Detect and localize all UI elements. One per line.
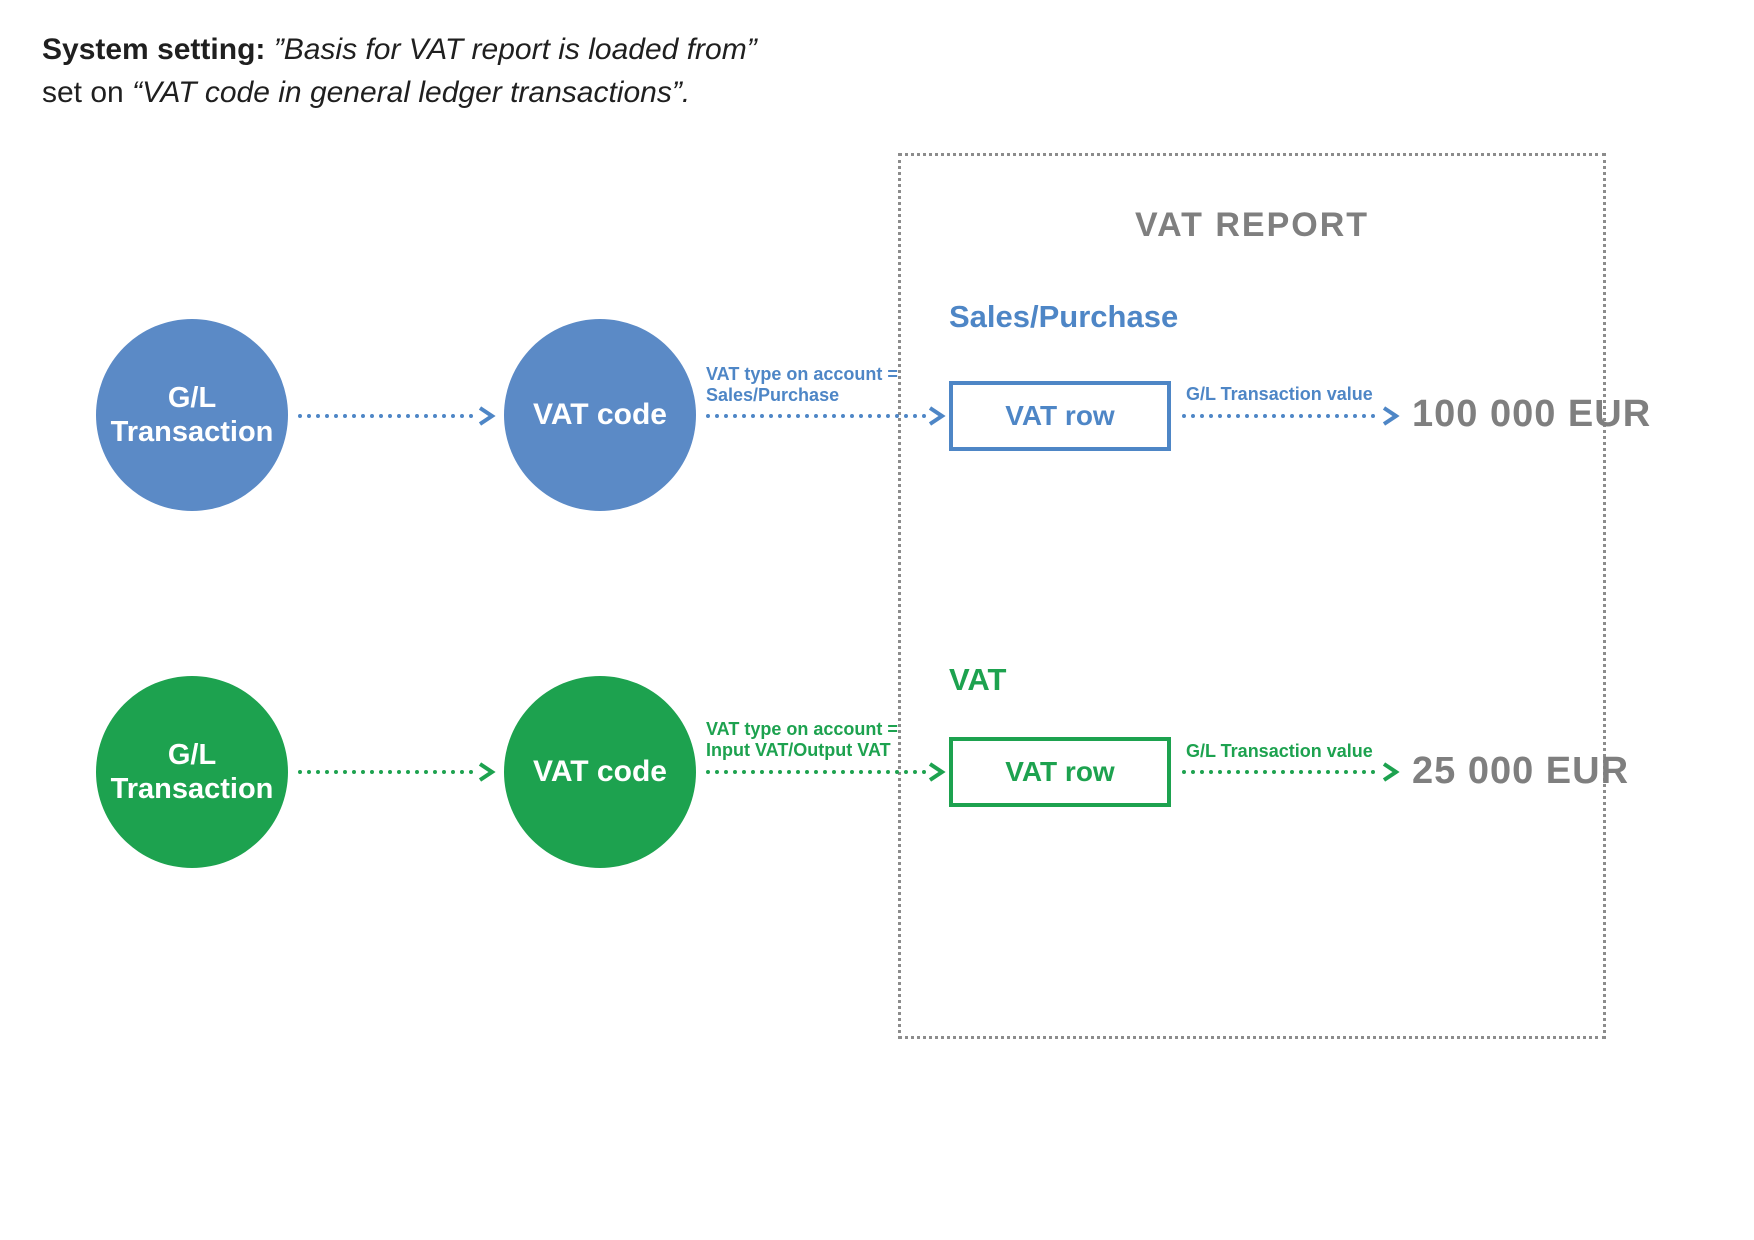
value-amount-sales-purchase: 100 000 EUR: [1412, 393, 1652, 435]
title-line-1: System setting: ”Basis for VAT report is…: [42, 28, 757, 71]
vat-code-circle-green: VAT code: [504, 676, 696, 868]
dotted-arrow-row-to-value-green: [1180, 760, 1400, 784]
title-line-2: set on “VAT code in general ledger trans…: [42, 71, 757, 114]
vat-row-label: VAT row: [1005, 400, 1115, 431]
value-amount-vat: 25 000 EUR: [1412, 750, 1630, 792]
vat-type-label-line2: Sales/Purchase: [706, 385, 840, 405]
arrow-graphic: [298, 406, 496, 426]
vat-type-label-green: VAT type on account = Input VAT/Output V…: [706, 719, 898, 761]
page-title: System setting: ”Basis for VAT report is…: [42, 28, 757, 114]
dotted-arrow-row-to-value-blue: [1180, 404, 1400, 428]
vat-type-label-line2: Input VAT/Output VAT: [706, 740, 891, 760]
arrow-graphic: [298, 762, 496, 782]
gl-circle-label-line1: G/L: [167, 382, 217, 414]
vat-type-label-blue: VAT type on account = Sales/Purchase: [706, 364, 898, 406]
dotted-arrow-code-to-row-green: [704, 760, 946, 784]
vat-row-box-green: VAT row: [949, 737, 1171, 807]
vat-row-label: VAT row: [1005, 756, 1115, 787]
arrow-graphic: [706, 762, 946, 782]
gl-circle-label-line2: Transaction: [110, 416, 274, 448]
section-heading-sales-purchase: Sales/Purchase: [949, 299, 1179, 334]
gl-circle-label-line1: G/L: [167, 739, 217, 771]
vat-report-title: VAT REPORT: [1134, 206, 1370, 244]
gl-transaction-value-label-green: G/L Transaction value: [1186, 741, 1373, 761]
dotted-arrow-gl-to-code-green: [296, 760, 496, 784]
gl-circle-label-line2: Transaction: [110, 773, 274, 805]
title-system-setting: System setting:: [42, 33, 266, 66]
title-quote-1: ”Basis for VAT report is loaded from”: [273, 33, 757, 66]
vat-code-label: VAT code: [533, 755, 667, 788]
title-quote-2: “VAT code in general ledger transactions…: [132, 76, 691, 109]
vat-code-circle-blue: VAT code: [504, 319, 696, 511]
vat-type-label-line1: VAT type on account =: [706, 364, 898, 384]
vat-report-box: VAT REPORT: [898, 153, 1606, 1039]
vat-type-label-line1: VAT type on account =: [706, 719, 898, 739]
arrow-graphic: [1182, 406, 1400, 426]
section-heading-vat: VAT: [949, 662, 1007, 697]
gl-transaction-value-label-blue: G/L Transaction value: [1186, 384, 1373, 404]
title-set-on: set on: [42, 76, 124, 109]
vat-code-label: VAT code: [533, 398, 667, 431]
dotted-arrow-code-to-row-blue: [704, 404, 946, 428]
arrow-graphic: [706, 406, 946, 426]
gl-transaction-circle-blue: G/L Transaction: [96, 319, 288, 511]
vat-row-box-blue: VAT row: [949, 381, 1171, 451]
gl-transaction-circle-green: G/L Transaction: [96, 676, 288, 868]
dotted-arrow-gl-to-code-blue: [296, 404, 496, 428]
arrow-graphic: [1182, 762, 1400, 782]
